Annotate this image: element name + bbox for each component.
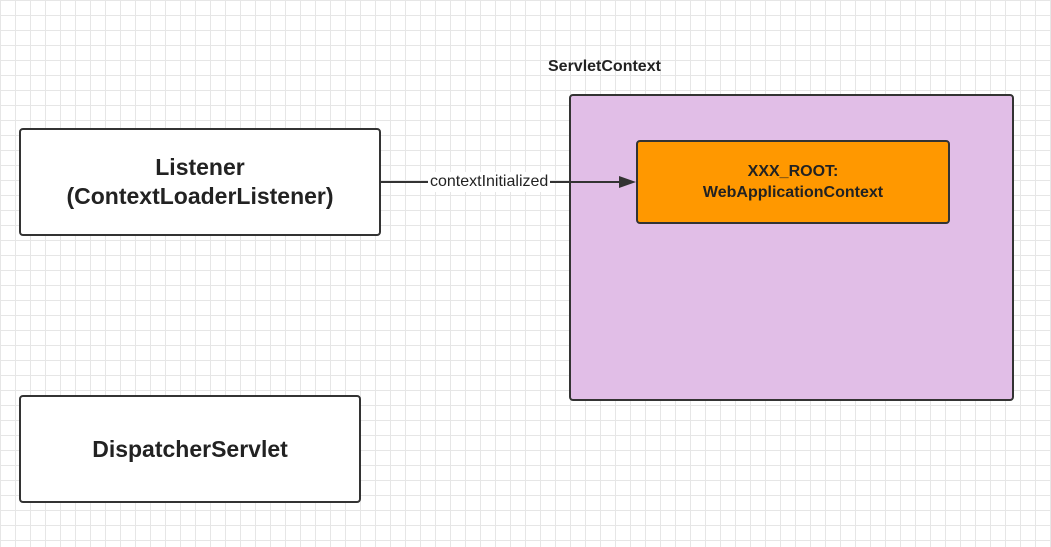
- root-context-line-2: WebApplicationContext: [702, 184, 884, 201]
- listener-line-2: (ContextLoaderListener): [66, 183, 334, 209]
- context-initialized-edge-label: contextInitialized: [428, 172, 551, 192]
- context-initialized-arrow-head: [619, 176, 636, 188]
- dispatcher-servlet-node[interactable]: DispatcherServlet: [19, 395, 361, 503]
- listener-node[interactable]: Listener (ContextLoaderListener): [19, 128, 381, 236]
- dispatcher-label: DispatcherServlet: [92, 435, 288, 462]
- listener-line-1: Listener: [155, 154, 245, 180]
- root-context-line-1: XXX_ROOT:: [747, 163, 839, 180]
- root-web-application-context-node[interactable]: XXX_ROOT: WebApplicationContext: [636, 140, 950, 224]
- servlet-context-title: ServletContext: [548, 58, 661, 75]
